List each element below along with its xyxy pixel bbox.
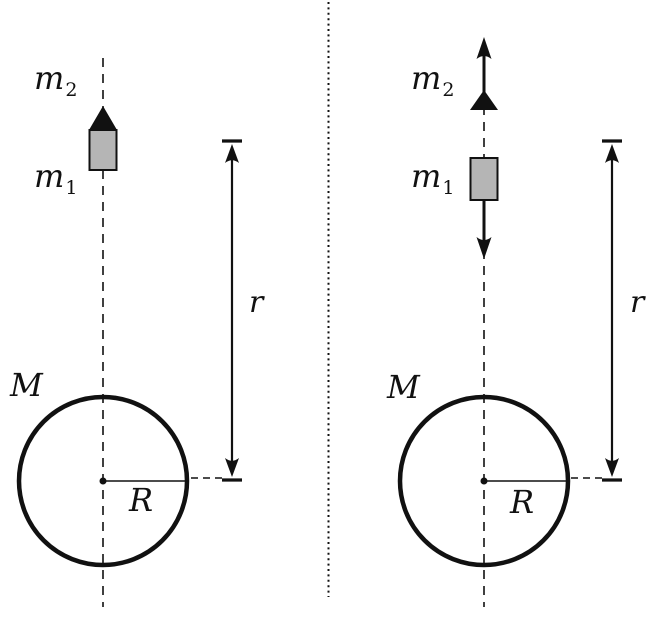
m1-label-sub: 1 — [442, 177, 455, 199]
m1-label-base: m — [34, 157, 65, 195]
panel-left-graphics — [16, 58, 242, 607]
mass-m1-rectangle — [469, 157, 499, 201]
planet-mass-label: M — [387, 368, 420, 406]
mass-m2-triangle — [89, 106, 117, 130]
mass-m2-triangle — [470, 90, 498, 110]
m2-label-sub: 2 — [442, 79, 455, 101]
m2-label: m2 — [411, 62, 454, 100]
mass-m1-rectangle — [88, 129, 118, 171]
planet-radius-label: R — [510, 483, 535, 521]
r-measure-arrow — [602, 139, 622, 482]
distance-label: r — [630, 285, 645, 320]
m1-down-arrow — [476, 200, 492, 259]
down-arrowhead — [476, 237, 492, 259]
m1-label-base: m — [411, 157, 442, 195]
m2-label-base: m — [411, 59, 442, 97]
m1-label: m1 — [34, 160, 77, 198]
r-arrowhead-up — [605, 144, 619, 163]
m2-label-sub: 2 — [65, 79, 78, 101]
m1-label-sub: 1 — [65, 177, 78, 199]
planet-radius-label: R — [129, 481, 154, 519]
r-arrowhead-up — [225, 144, 239, 163]
r-measure-arrow — [222, 139, 242, 482]
r-arrowhead-down — [605, 458, 619, 477]
m1-label: m1 — [411, 160, 454, 198]
m2-label-base: m — [34, 59, 65, 97]
distance-label: r — [249, 285, 264, 320]
up-arrowhead — [476, 37, 492, 59]
m2-label: m2 — [34, 62, 77, 100]
r-arrowhead-down — [225, 458, 239, 477]
panel-right-graphics — [397, 37, 622, 607]
m2-up-arrow — [476, 37, 492, 93]
planet-mass-label: M — [10, 366, 43, 404]
